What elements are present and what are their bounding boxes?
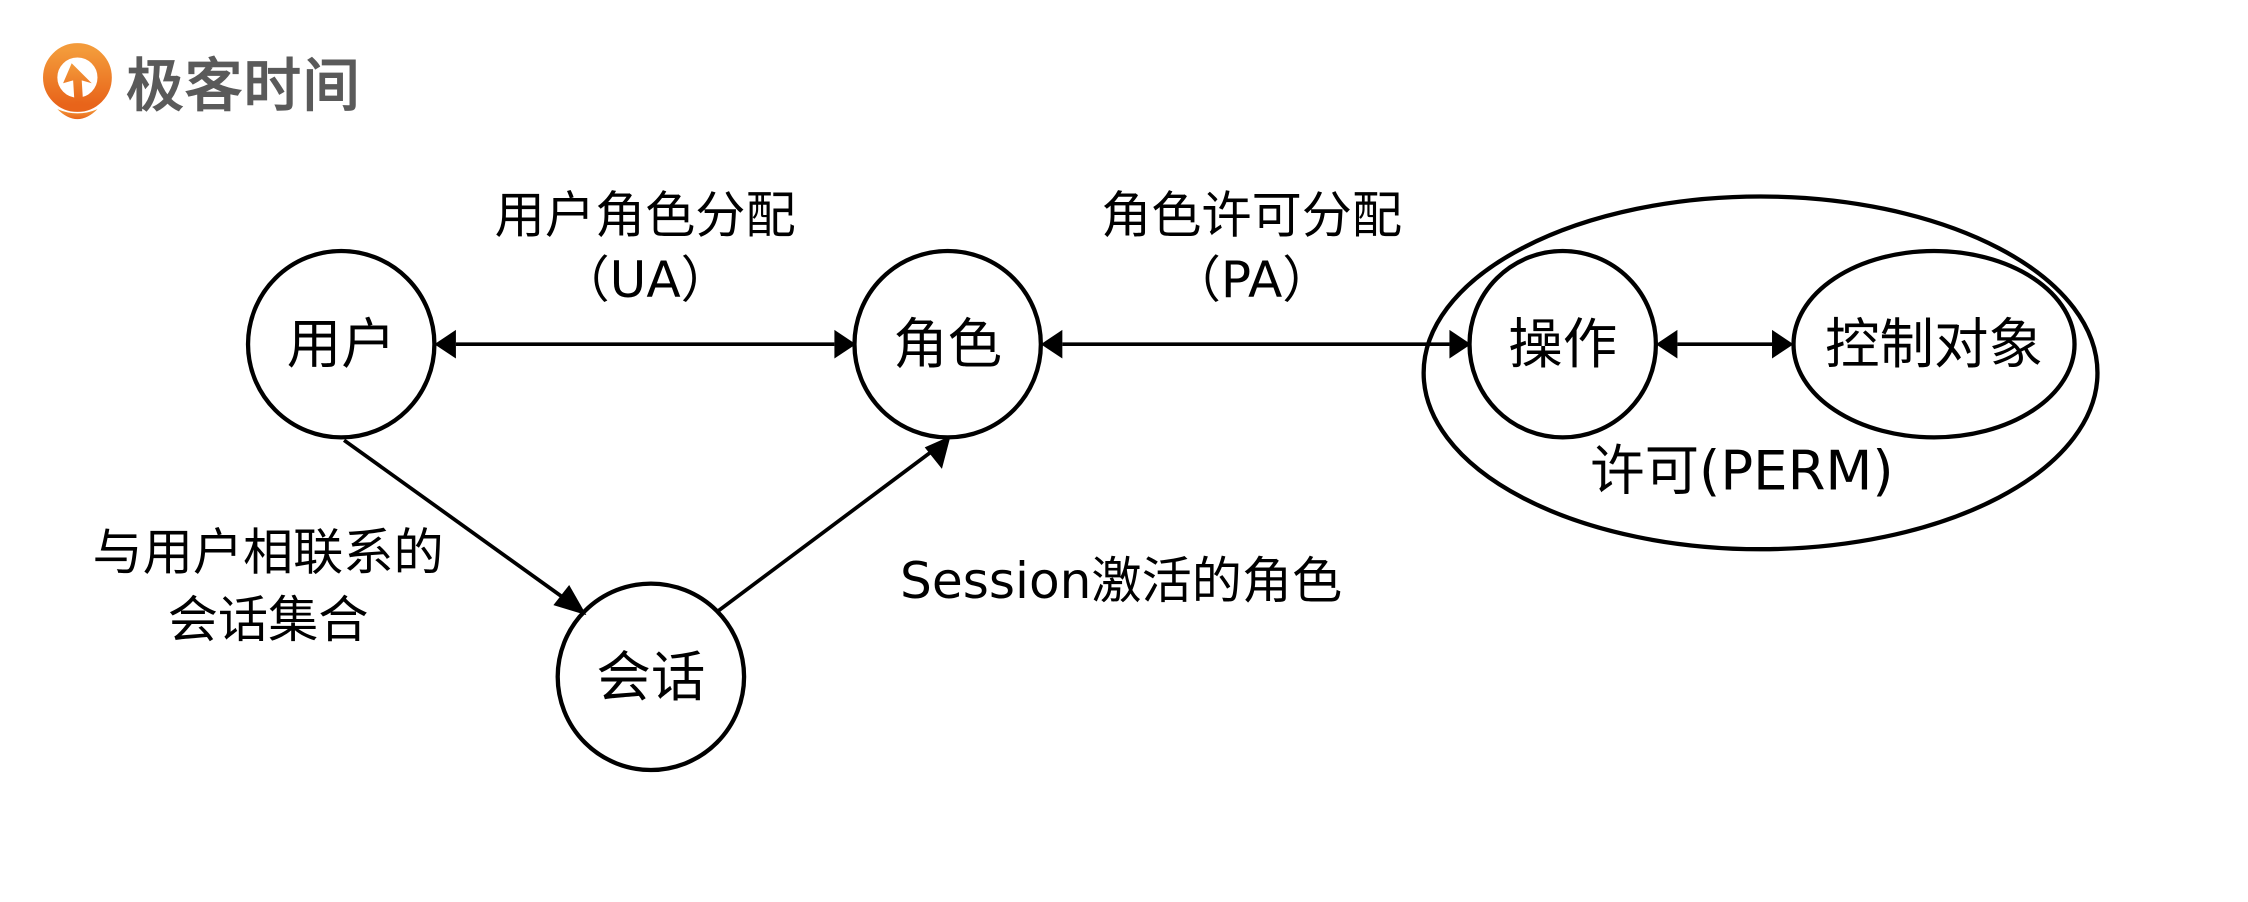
node-session-circle xyxy=(555,581,747,773)
arrowhead-left-icon xyxy=(1655,329,1678,359)
node-user: 用户 xyxy=(245,248,437,440)
permission-group-ellipse xyxy=(1421,194,2100,552)
arrowhead-left-icon xyxy=(434,329,456,359)
node-session: 会话 xyxy=(555,581,747,773)
permission-group-label: 许可(PERM) xyxy=(1590,438,1894,502)
edge-ua-label-line2: （UA） xyxy=(559,250,730,309)
node-object-label: 控制对象 xyxy=(1825,312,2043,376)
edge-session-role-label: Session激活的角色 xyxy=(900,551,1342,610)
node-user-label: 用户 xyxy=(287,312,396,376)
edge-session-role xyxy=(717,435,951,613)
edge-user-session-line xyxy=(342,438,569,603)
arrowhead-icon xyxy=(553,585,587,616)
brand-name: 极客时间 xyxy=(126,53,361,120)
arrowhead-right-icon xyxy=(834,329,856,359)
edge-pa-label-line1: 角色许可分配 xyxy=(1101,186,1402,245)
edge-user-session-label-line1: 与用户相联系的 xyxy=(93,523,444,582)
geektime-logo-icon xyxy=(43,43,112,120)
node-object-ellipse xyxy=(1791,248,2077,440)
arrowhead-right-icon xyxy=(1449,329,1471,359)
node-user-circle xyxy=(245,248,437,440)
node-role-label: 角色 xyxy=(893,312,1002,376)
edge-user-session xyxy=(342,438,587,616)
brand-logo: 极客时间 xyxy=(43,43,361,120)
edge-user-session-label-line2: 会话集合 xyxy=(168,590,369,649)
arrowhead-left-icon xyxy=(1040,329,1063,359)
arrowhead-icon xyxy=(924,435,951,469)
edge-user-role xyxy=(434,329,856,359)
node-object: 控制对象 xyxy=(1791,248,2077,440)
edge-ua-label-line1: 用户角色分配 xyxy=(495,186,796,245)
node-operation-label: 操作 xyxy=(1508,312,1617,376)
arrowhead-right-icon xyxy=(1772,329,1794,359)
edge-role-operation xyxy=(1040,329,1471,359)
node-role: 角色 xyxy=(852,248,1043,440)
edge-operation-object xyxy=(1655,329,1794,359)
edge-pa-label-line2: （PA） xyxy=(1171,250,1333,309)
node-operation: 操作 xyxy=(1467,248,1659,440)
node-session-label: 会话 xyxy=(596,645,705,709)
edge-session-role-line xyxy=(717,448,935,613)
